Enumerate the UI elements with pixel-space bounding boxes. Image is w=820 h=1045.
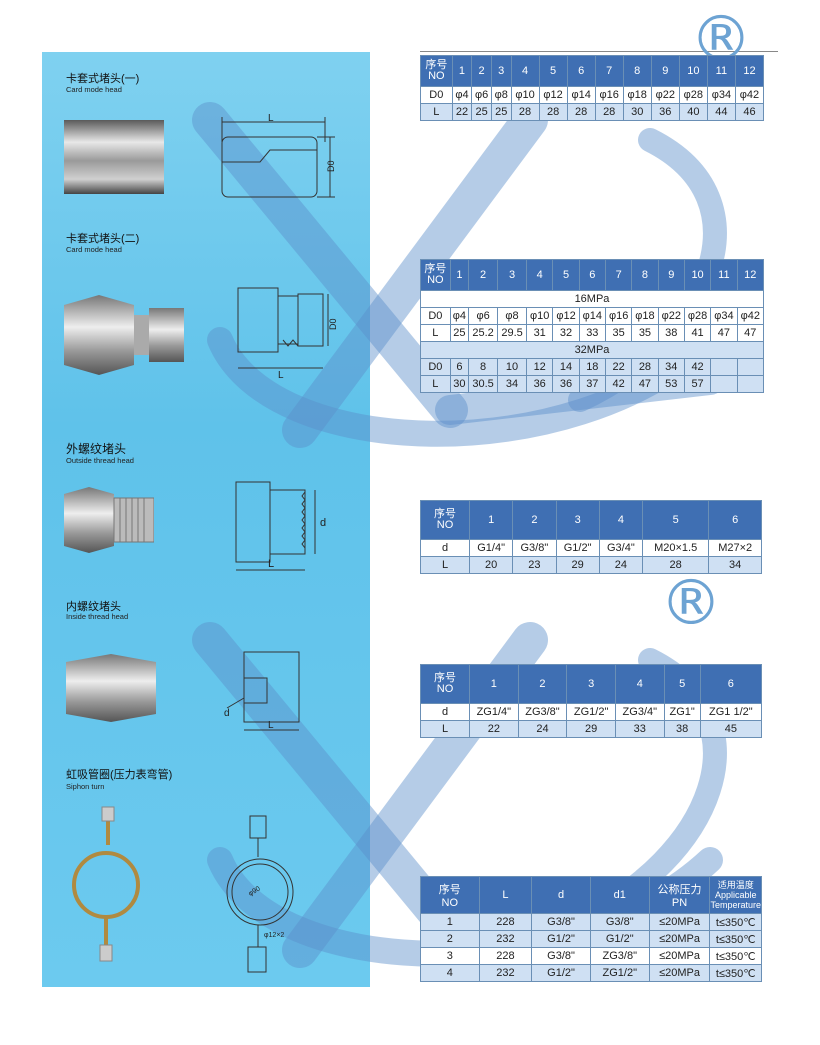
inside-thread-drawing: L d bbox=[224, 651, 300, 731]
header-cell: 3 bbox=[566, 664, 616, 704]
section-title-cn: 虹吸管圈(压力表弯管) bbox=[66, 769, 173, 781]
dim-label: d bbox=[224, 708, 230, 719]
pressure-band-row: 16MPa bbox=[420, 290, 764, 308]
header-cell: 1 bbox=[468, 500, 514, 540]
dim-label: L bbox=[268, 113, 274, 124]
header-cell: 10 bbox=[683, 259, 712, 291]
card-head-2-photo bbox=[64, 295, 184, 375]
outside-thread-drawing: L d bbox=[235, 481, 326, 571]
header-cell: 1 bbox=[451, 55, 473, 87]
header-cell: 7 bbox=[604, 259, 633, 291]
section-title-cn: 卡套式堵头(一) bbox=[66, 73, 140, 85]
header-cell: L bbox=[478, 876, 533, 914]
header-cell: 5 bbox=[538, 55, 568, 87]
header-cell: 11 bbox=[706, 55, 736, 87]
section-title-en: Siphon turn bbox=[66, 782, 105, 791]
section-title-en: Outside thread head bbox=[66, 456, 134, 465]
header-cell: 3 bbox=[497, 259, 528, 291]
section-title-en: Card mode head bbox=[66, 85, 122, 94]
header-cell: 8 bbox=[631, 259, 659, 291]
header-cell: 9 bbox=[650, 55, 680, 87]
header-cell: d bbox=[531, 876, 591, 914]
dim-label: d bbox=[320, 517, 326, 529]
header-cell: 10 bbox=[678, 55, 708, 87]
header-cell: 7 bbox=[594, 55, 624, 87]
card-head-drawing: L D0 bbox=[221, 113, 336, 198]
dim-label: D0 bbox=[326, 160, 336, 172]
header-cell: 2 bbox=[517, 664, 568, 704]
siphon-photo bbox=[72, 806, 140, 962]
header-cell: 1 bbox=[449, 259, 470, 291]
header-cell: 4 bbox=[510, 55, 540, 87]
header-cell: 6 bbox=[708, 500, 762, 540]
header-cell: 6 bbox=[699, 664, 763, 704]
header-cell: 1 bbox=[469, 664, 519, 704]
header-cell: 2 bbox=[512, 500, 557, 540]
inside-thread-photo bbox=[66, 654, 156, 722]
header-cell: 12 bbox=[736, 259, 765, 291]
registered-mark-bottom: ® bbox=[660, 566, 722, 639]
section-title-cn: 内螺纹堵头 bbox=[66, 601, 121, 613]
section-title-en: Inside thread head bbox=[66, 612, 129, 621]
header-cell: 2 bbox=[468, 259, 499, 291]
header-cell: 4 bbox=[526, 259, 554, 291]
header-cell: d1 bbox=[589, 876, 650, 914]
header-cell: 9 bbox=[657, 259, 685, 291]
outside-thread-photo bbox=[64, 487, 154, 553]
siphon-drawing: φ90 φ12×2 bbox=[226, 815, 294, 973]
header-cell: 4 bbox=[598, 500, 644, 540]
card-head-2-drawing: L D0 bbox=[237, 287, 338, 380]
header-cell: 4 bbox=[614, 664, 665, 704]
section-title-cn: 外螺纹堵头 bbox=[66, 442, 127, 456]
dim-label: D0 bbox=[328, 318, 338, 330]
dim-label: L bbox=[278, 370, 284, 380]
header-cell: 5 bbox=[663, 664, 701, 704]
header-cell: 2 bbox=[471, 55, 492, 87]
header-cell: 6 bbox=[566, 55, 596, 87]
header-cell: 3 bbox=[490, 55, 512, 87]
dim-label: L bbox=[268, 558, 274, 570]
header-cell: 5 bbox=[552, 259, 580, 291]
section-title-cn: 卡套式堵头(二) bbox=[66, 233, 140, 245]
section-title-en: Card mode head bbox=[66, 245, 122, 254]
header-cell: 6 bbox=[578, 259, 606, 291]
header-cell: 5 bbox=[641, 500, 710, 540]
header-cell: 3 bbox=[555, 500, 600, 540]
header-cell: 8 bbox=[622, 55, 652, 87]
header-rule bbox=[420, 51, 778, 52]
header-cell: 11 bbox=[710, 259, 738, 291]
header-cell: 12 bbox=[734, 55, 765, 87]
dim-label: φ90 bbox=[248, 885, 262, 897]
dim-label: L bbox=[268, 720, 274, 731]
card-head-photo bbox=[64, 120, 164, 194]
pressure-band-row: 32MPa bbox=[420, 341, 764, 359]
table-row: d ZG1/4"ZG3/8" ZG1/2"ZG3/4" ZG1"ZG1 1/2" bbox=[420, 703, 763, 721]
dim-label: φ12×2 bbox=[264, 932, 284, 939]
